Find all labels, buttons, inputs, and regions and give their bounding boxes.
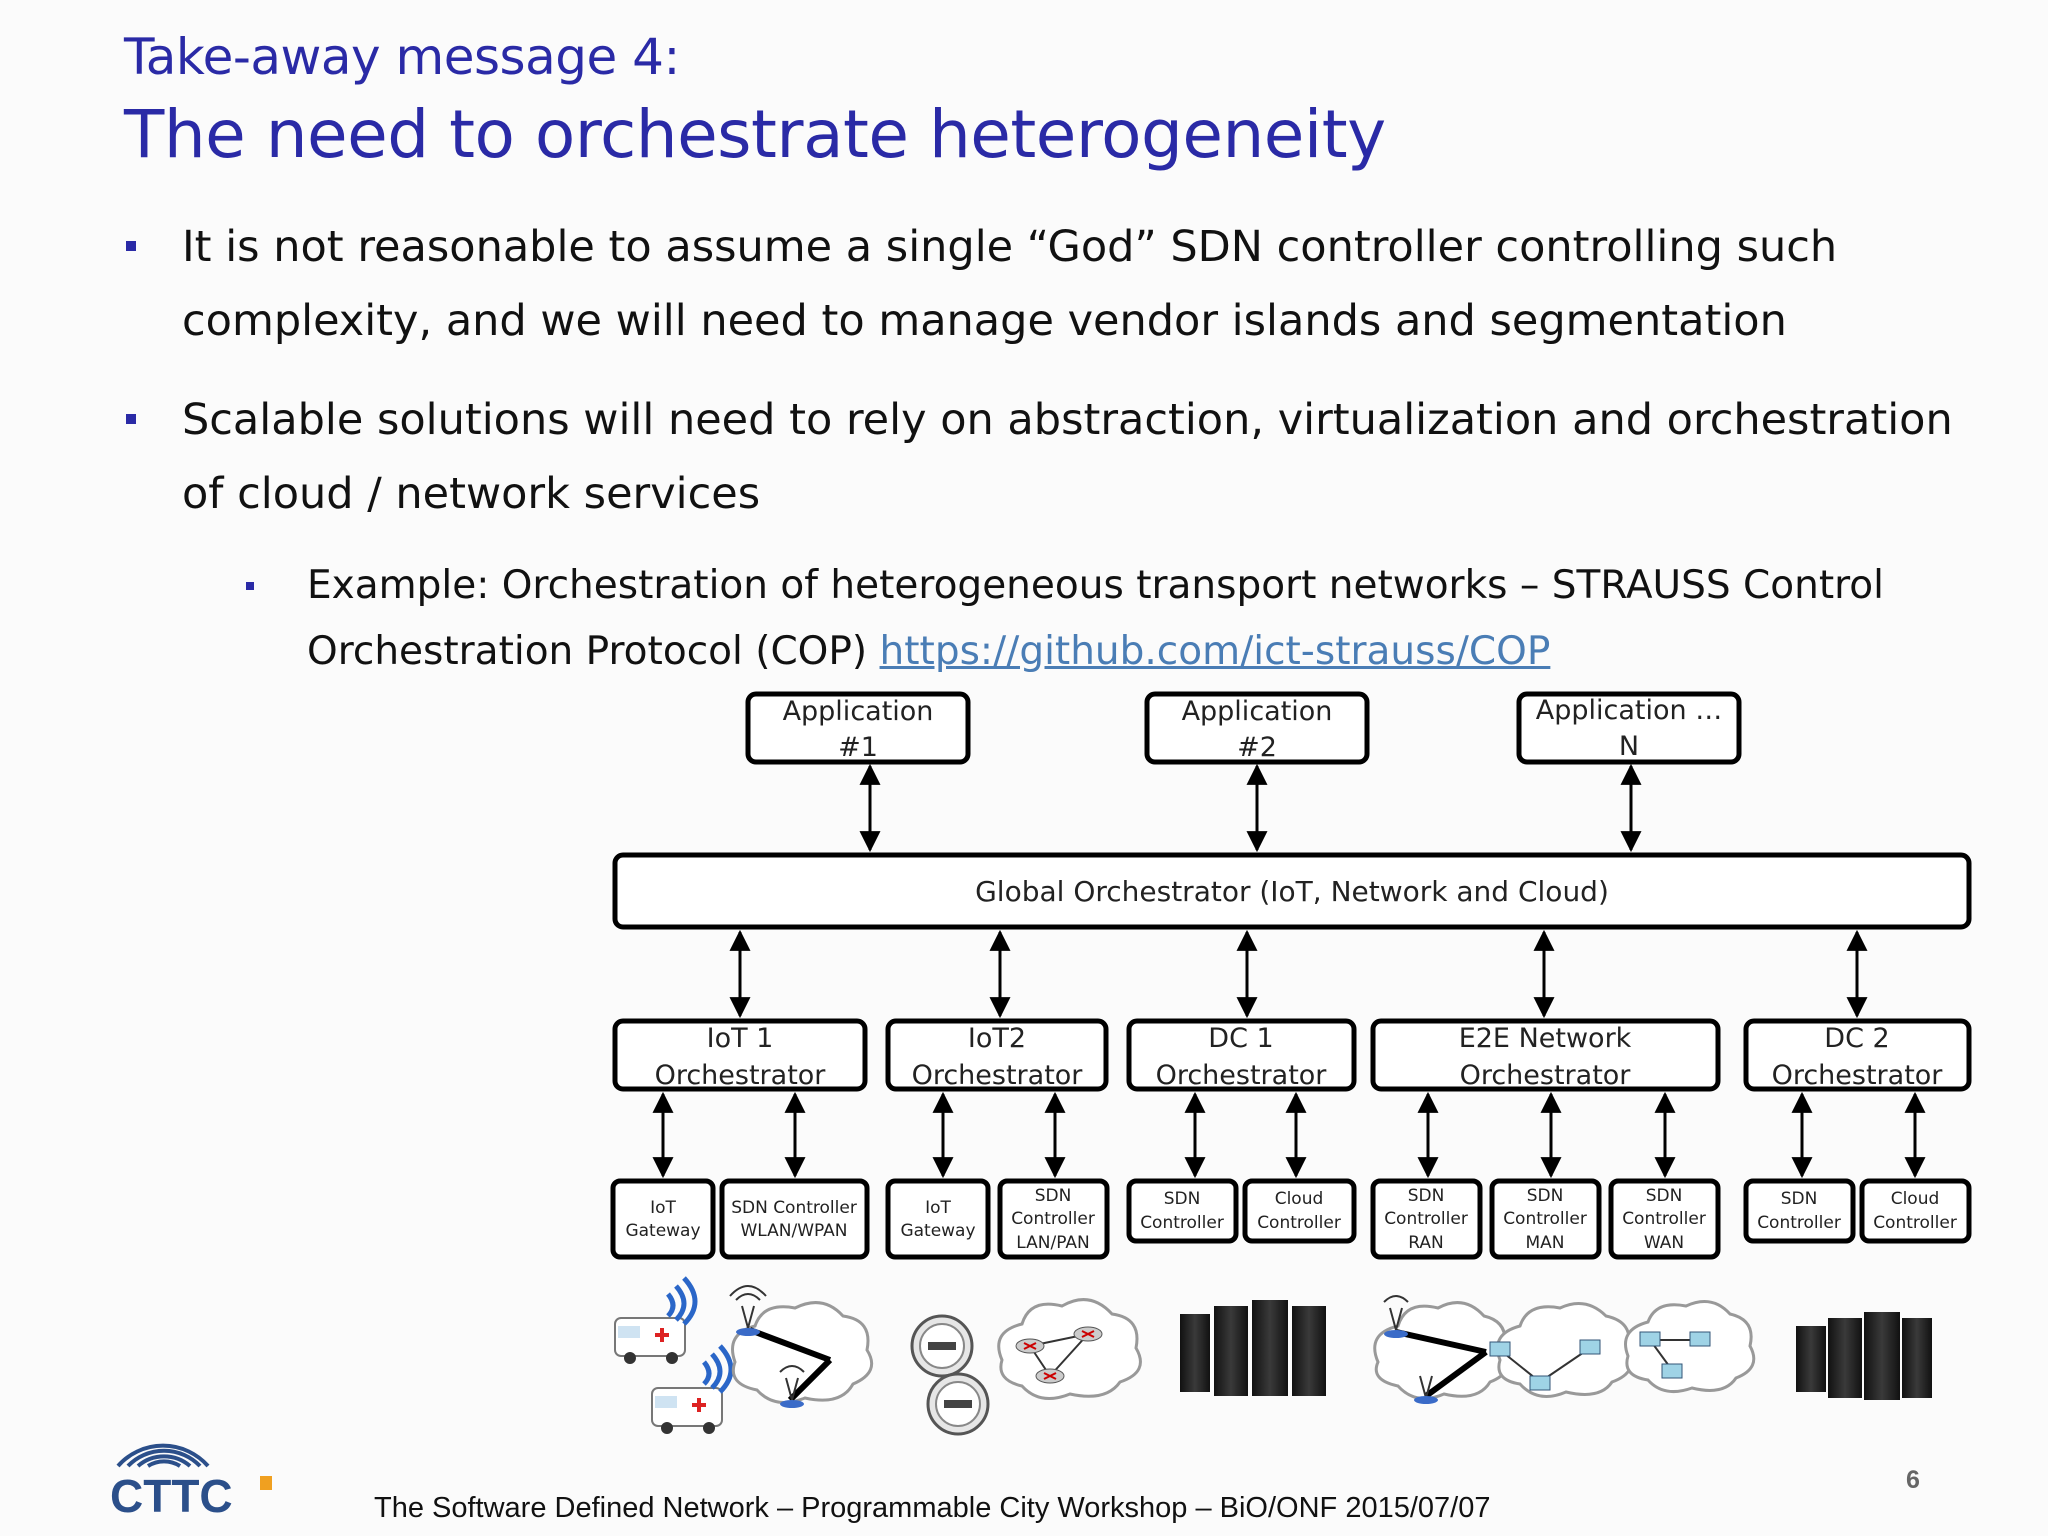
- svg-text:IoT: IoT: [650, 1198, 676, 1218]
- svg-text:CTTC: CTTC: [110, 1470, 233, 1516]
- ambulance-icon: [614, 1276, 698, 1364]
- controller-cloud-dc2: Cloud Controller: [1859, 1178, 1972, 1244]
- application-2-box: Application #2: [1144, 691, 1370, 765]
- iot2-orchestrator-box: IoT2 Orchestrator: [885, 1018, 1109, 1092]
- sub-bullet-line-1: Example: Orchestration of heterogeneous …: [307, 563, 1884, 608]
- svg-text:Cloud: Cloud: [1891, 1189, 1940, 1209]
- application-n-line-2: N: [1619, 731, 1639, 762]
- ambulance-icon: [651, 1344, 734, 1434]
- smart-meter-icon: [910, 1314, 974, 1378]
- application-1-line-2: #1: [838, 732, 878, 763]
- svg-text:LAN/PAN: LAN/PAN: [1016, 1233, 1089, 1253]
- controller-cloud-dc1: Cloud Controller: [1242, 1178, 1357, 1244]
- svg-text:SDN: SDN: [1646, 1186, 1683, 1206]
- svg-text:E2E Network: E2E Network: [1459, 1023, 1632, 1054]
- smart-meter-icon: [926, 1372, 990, 1436]
- svg-text:Cloud: Cloud: [1275, 1189, 1324, 1209]
- svg-text:IoT2: IoT2: [968, 1023, 1026, 1054]
- server-rack-icon: [1180, 1300, 1326, 1396]
- svg-text:Controller: Controller: [1873, 1213, 1957, 1233]
- server-rack-icon: [1796, 1312, 1932, 1400]
- controller-iot-gateway-2: IoT Gateway: [885, 1178, 991, 1260]
- app-arrows: [859, 763, 1642, 853]
- controller-sdn-dc2: SDN Controller: [1743, 1178, 1856, 1244]
- svg-text:Controller: Controller: [1140, 1213, 1224, 1233]
- bullet-1-line-2: complexity, and we will need to manage v…: [182, 296, 1787, 346]
- svg-text:RAN: RAN: [1408, 1233, 1443, 1253]
- bullet-marker: [126, 414, 136, 424]
- switch-cloud-icon: [1624, 1300, 1756, 1394]
- cop-github-link[interactable]: https://github.com/ict-strauss/COP: [879, 629, 1551, 674]
- svg-text:SDN: SDN: [1035, 1186, 1072, 1206]
- wireless-cloud-icon: [1373, 1295, 1510, 1404]
- svg-text:IoT 1: IoT 1: [707, 1023, 774, 1054]
- slide-subtitle: Take-away message 4:: [124, 28, 680, 86]
- application-1-box: Application #1: [745, 691, 971, 765]
- bullet-2-line-2: of cloud / network services: [182, 469, 761, 519]
- switch-cloud-icon: [1489, 1302, 1633, 1398]
- application-n-line-1: Application …: [1536, 695, 1722, 726]
- svg-text:WLAN/WPAN: WLAN/WPAN: [740, 1221, 847, 1241]
- router-cloud-icon: [997, 1298, 1142, 1400]
- svg-text:Controller: Controller: [1757, 1213, 1841, 1233]
- svg-text:MAN: MAN: [1525, 1233, 1564, 1253]
- bullet-1-line-1: It is not reasonable to assume a single …: [182, 222, 1838, 272]
- wireless-cloud-icon: [729, 1285, 874, 1408]
- svg-text:Orchestrator: Orchestrator: [912, 1060, 1084, 1091]
- svg-text:Orchestrator: Orchestrator: [1460, 1060, 1632, 1091]
- global-orchestrator-label: Global Orchestrator (IoT, Network and Cl…: [975, 875, 1609, 908]
- svg-text:DC 1: DC 1: [1208, 1023, 1273, 1054]
- svg-text:SDN: SDN: [1408, 1186, 1445, 1206]
- dc2-orchestrator-box: DC 2 Orchestrator: [1743, 1018, 1972, 1092]
- svg-text:Controller: Controller: [1384, 1209, 1468, 1229]
- global-arrows: [729, 929, 1868, 1019]
- application-1-line-1: Application: [783, 696, 934, 727]
- svg-text:Gateway: Gateway: [625, 1221, 700, 1241]
- svg-text:Orchestrator: Orchestrator: [1156, 1060, 1328, 1091]
- global-orchestrator-box: Global Orchestrator (IoT, Network and Cl…: [612, 852, 1972, 930]
- footer-text: The Software Defined Network – Programma…: [374, 1492, 1491, 1524]
- application-2-line-2: #2: [1237, 732, 1277, 763]
- controller-iot-gateway-1: IoT Gateway: [610, 1178, 716, 1260]
- controller-arrows: [652, 1091, 1926, 1179]
- svg-text:Controller: Controller: [1257, 1213, 1341, 1233]
- svg-text:SDN: SDN: [1527, 1186, 1564, 1206]
- slide-title: The need to orchestrate heterogeneity: [124, 96, 1386, 173]
- application-2-line-1: Application: [1182, 696, 1333, 727]
- e2e-network-orchestrator-box: E2E Network Orchestrator: [1370, 1018, 1721, 1092]
- svg-text:SDN Controller: SDN Controller: [731, 1198, 857, 1218]
- svg-text:SDN: SDN: [1164, 1189, 1201, 1209]
- svg-text:SDN: SDN: [1781, 1189, 1818, 1209]
- svg-text:DC 2: DC 2: [1824, 1023, 1889, 1054]
- cttc-logo: CTTC: [108, 1406, 278, 1522]
- controller-sdn-lan-pan: SDN Controller LAN/PAN: [997, 1178, 1110, 1260]
- bullet-marker: [126, 241, 136, 251]
- svg-text:Controller: Controller: [1503, 1209, 1587, 1229]
- controller-sdn-man: SDN Controller MAN: [1489, 1178, 1602, 1260]
- svg-text:Orchestrator: Orchestrator: [655, 1060, 827, 1091]
- bullet-2-line-1: Scalable solutions will need to rely on …: [182, 395, 1953, 445]
- sub-bullet-marker: [246, 582, 254, 590]
- svg-text:WAN: WAN: [1644, 1233, 1684, 1253]
- sub-bullet-line-2: Orchestration Protocol (COP) https://git…: [307, 619, 1550, 685]
- svg-text:Controller: Controller: [1622, 1209, 1706, 1229]
- svg-text:Orchestrator: Orchestrator: [1772, 1060, 1944, 1091]
- svg-text:Controller: Controller: [1011, 1209, 1095, 1229]
- controller-sdn-ran: SDN Controller RAN: [1370, 1178, 1483, 1260]
- iot1-orchestrator-box: IoT 1 Orchestrator: [612, 1018, 868, 1092]
- page-number: 6: [1906, 1466, 1920, 1494]
- controller-sdn-wan: SDN Controller WAN: [1608, 1178, 1721, 1260]
- controller-sdn-dc1: SDN Controller: [1126, 1178, 1239, 1244]
- dc1-orchestrator-box: DC 1 Orchestrator: [1126, 1018, 1357, 1092]
- svg-text:IoT: IoT: [925, 1198, 951, 1218]
- application-n-box: Application … N: [1516, 691, 1742, 765]
- controller-sdn-wlan-wpan: SDN Controller WLAN/WPAN: [719, 1178, 870, 1260]
- svg-text:Gateway: Gateway: [900, 1221, 975, 1241]
- sub-bullet-line-2-text: Orchestration Protocol (COP): [307, 629, 868, 674]
